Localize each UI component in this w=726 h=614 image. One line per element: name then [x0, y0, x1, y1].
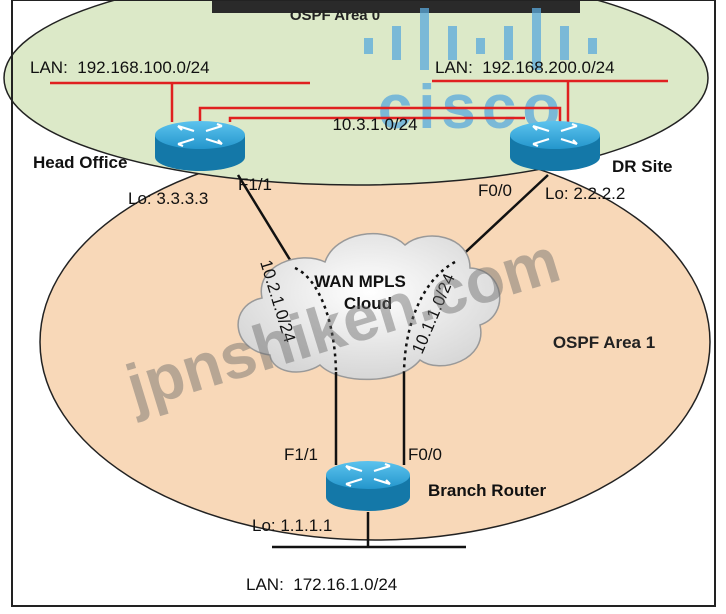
area1-label: OSPF Area 1: [553, 333, 655, 352]
cisco-logo-watermark: [364, 8, 597, 70]
wan-mpls-cloud: [237, 232, 501, 381]
frame: [11, 0, 716, 607]
dr-site-label: DR Site: [612, 157, 672, 176]
router-head-office[interactable]: [155, 121, 245, 171]
dotted-path-right: [402, 260, 456, 373]
branch-if-right-label: F0/0: [408, 445, 442, 464]
top-bar: [212, 0, 580, 13]
branch-lan-label: LAN: 172.16.1.0/24: [246, 575, 397, 594]
backbone-link: [198, 106, 562, 122]
branch-if-left-label: F1/1: [284, 445, 318, 464]
router-dr-site[interactable]: [510, 121, 600, 171]
head-wan-link: [236, 174, 297, 269]
dr-loopback-label: Lo: 2.2.2.2: [545, 184, 625, 203]
head-office-label: Head Office: [33, 153, 127, 172]
backbone-link-2: [228, 116, 525, 122]
backbone-link-label: 10.3.1.0/24: [332, 115, 417, 134]
router-branch[interactable]: [326, 461, 410, 511]
head-loopback-label: Lo: 3.3.3.3: [128, 189, 208, 208]
head-lan-label: LAN: 192.168.100.0/24: [30, 58, 210, 77]
area0-label: OSPF Area 0: [290, 7, 380, 24]
dotted-path-left: [294, 266, 338, 373]
head-interface-label: F1/1: [238, 175, 272, 194]
cloud-label-line1: WAN MPLS: [314, 272, 406, 291]
branch-router-label: Branch Router: [428, 481, 546, 500]
dr-wan-link: [454, 174, 549, 263]
dr-interface-label: F0/0: [478, 181, 512, 200]
branch-loopback-label: Lo: 1.1.1.1: [252, 516, 332, 535]
dr-lan-label: LAN: 192.168.200.0/24: [435, 58, 615, 77]
cloud-label-line2: Cloud: [344, 294, 392, 313]
